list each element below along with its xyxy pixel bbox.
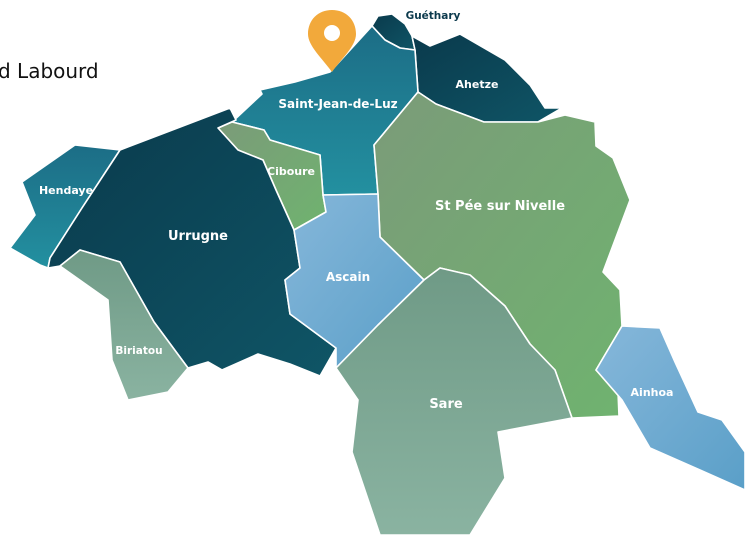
label-biriatou: Biriatou <box>115 345 162 357</box>
label-ainhoa: Ainhoa <box>631 386 674 399</box>
label-hendaye: Hendaye <box>39 184 93 197</box>
region-biriatou[interactable] <box>59 249 189 401</box>
region-ainhoa[interactable] <box>595 325 746 491</box>
label-st-pee-sur-nivelle: St Pée sur Nivelle <box>435 199 565 214</box>
region-sare[interactable] <box>335 267 573 536</box>
label-urrugne: Urrugne <box>168 229 228 244</box>
label-sare: Sare <box>429 397 463 412</box>
map-title: d Labourd <box>0 59 99 83</box>
location-pin-icon <box>308 10 356 72</box>
region-ascain[interactable] <box>284 193 425 369</box>
label-saint-jean-de-luz: Saint-Jean-de-Luz <box>278 97 397 111</box>
label-ciboure: Ciboure <box>267 165 315 178</box>
label-guethary: Guéthary <box>406 10 461 22</box>
label-ascain: Ascain <box>326 270 370 284</box>
label-ahetze: Ahetze <box>456 78 499 91</box>
